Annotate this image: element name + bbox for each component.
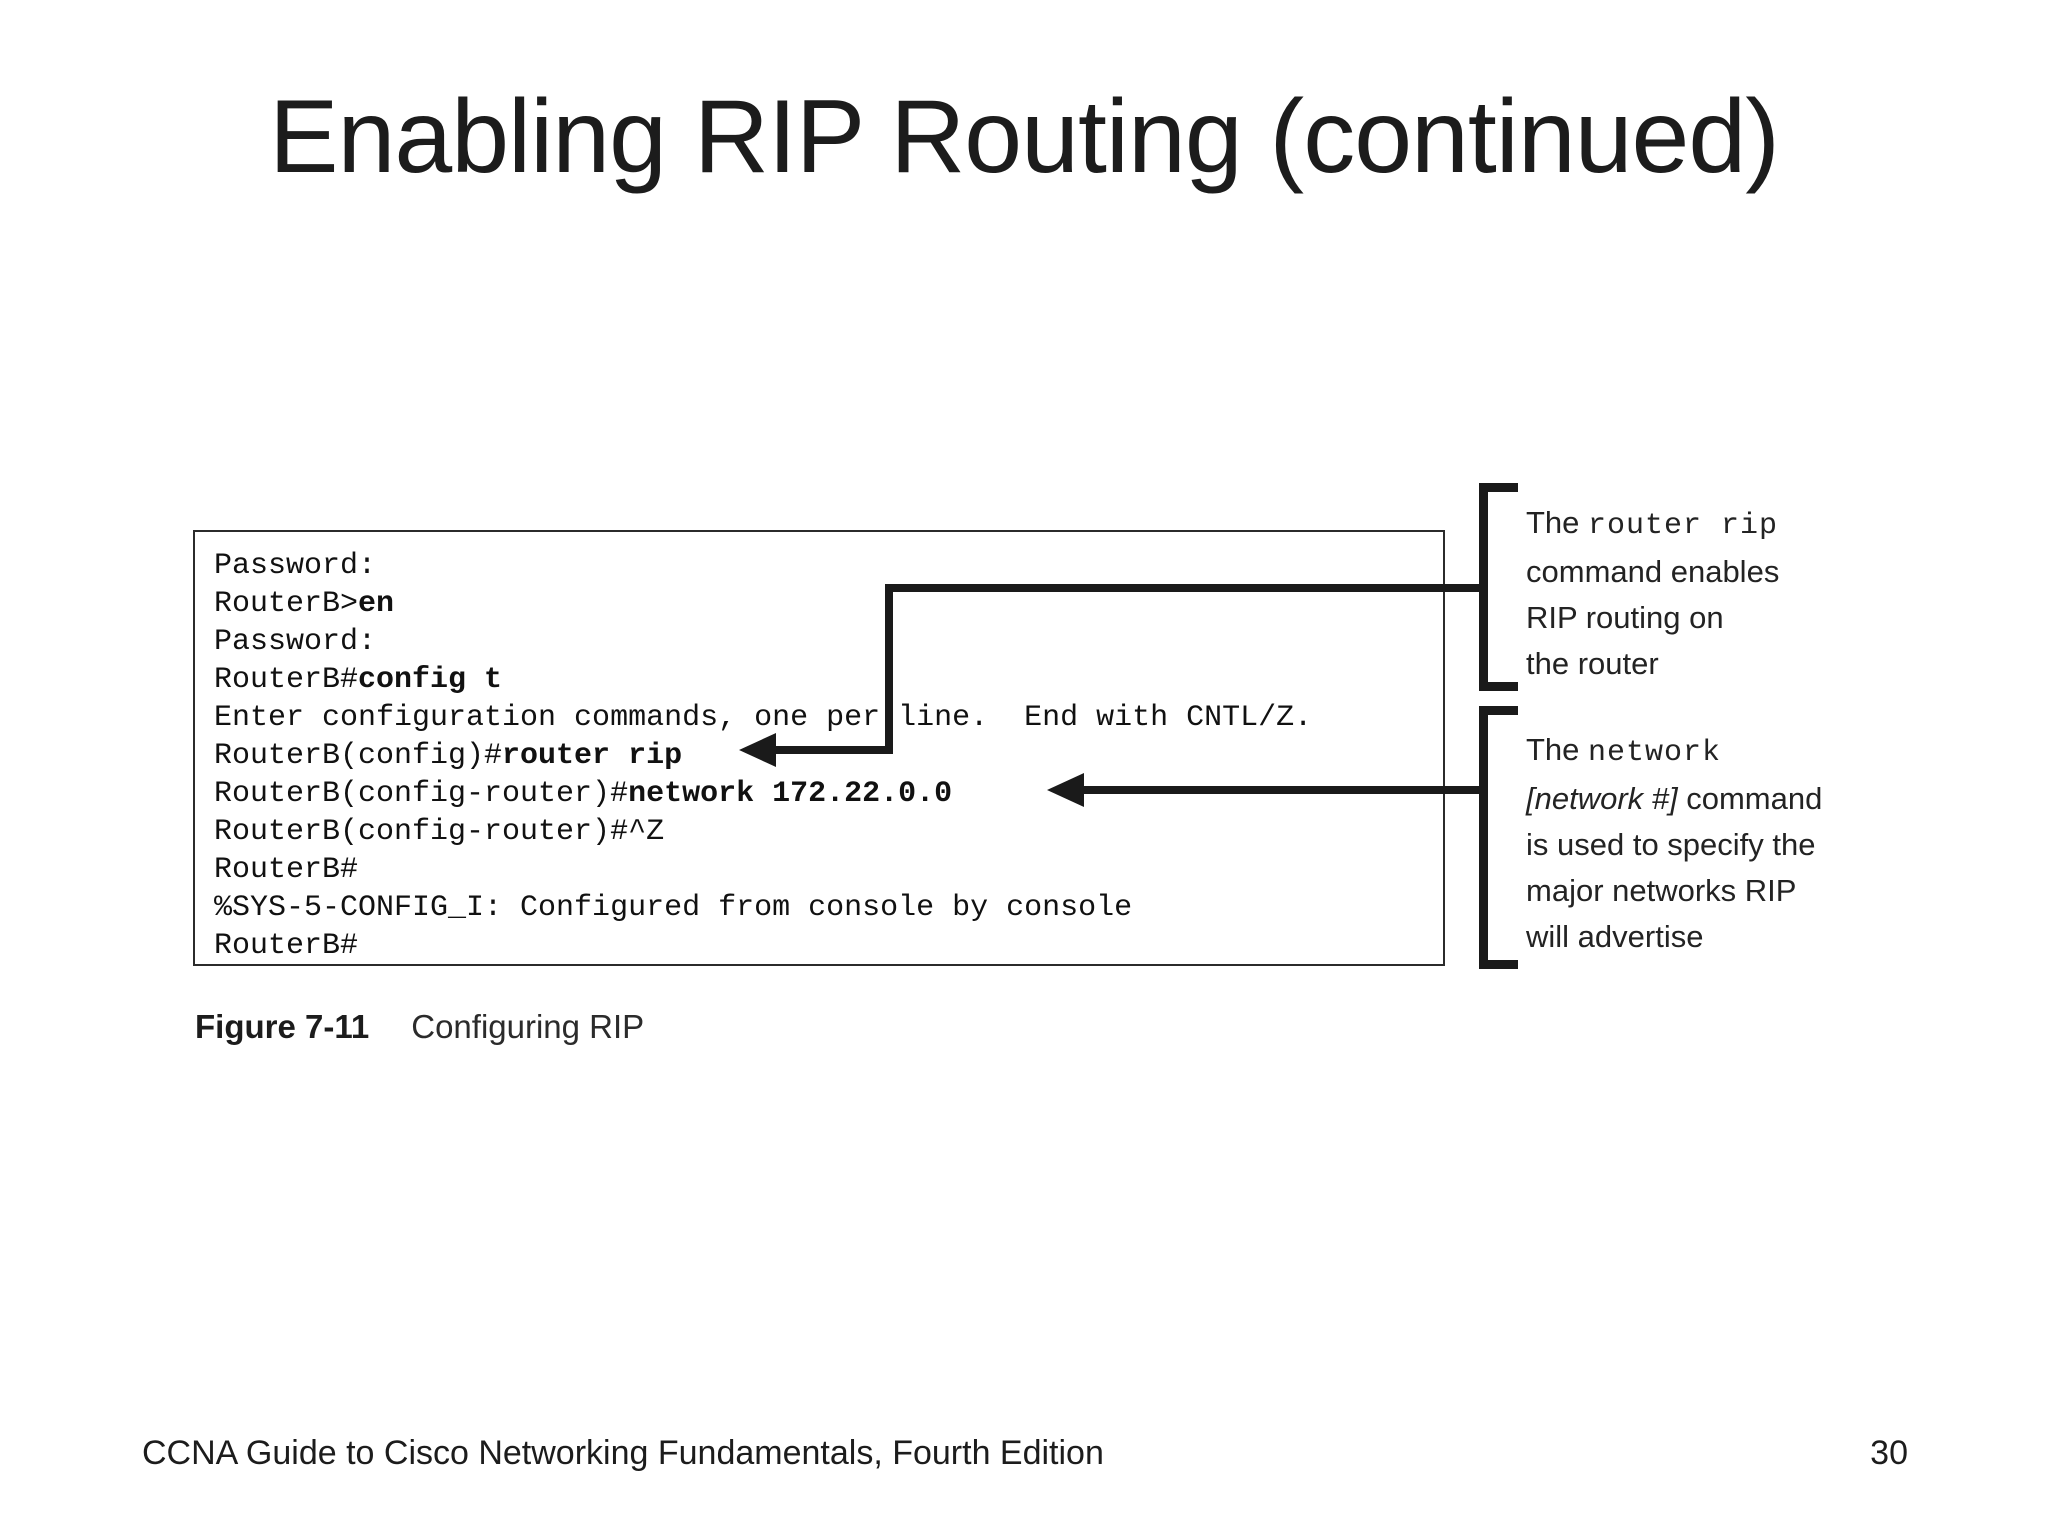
router-rip-arrow-bottom-segment bbox=[770, 746, 893, 754]
terminal-text: RouterB(config)# bbox=[214, 739, 503, 773]
annotation-text: The bbox=[1526, 505, 1589, 540]
footer: CCNA Guide to Cisco Networking Fundament… bbox=[0, 1434, 2048, 1473]
terminal-command: network 172.22.0.0 bbox=[628, 777, 953, 811]
terminal-text: Enter configuration commands, one per li… bbox=[214, 701, 1313, 735]
terminal-text: RouterB# bbox=[214, 929, 359, 963]
annotation-line: command enables bbox=[1526, 554, 1780, 589]
annotation-code: router rip bbox=[1588, 509, 1779, 543]
annotation-line: is used to specify the bbox=[1526, 827, 1816, 862]
annotation-line: major networks RIP bbox=[1526, 873, 1797, 908]
terminal-text: RouterB(config-router)#^Z bbox=[214, 815, 665, 849]
terminal-command: en bbox=[358, 587, 395, 621]
terminal-command: config t bbox=[358, 663, 503, 697]
footer-title: CCNA Guide to Cisco Networking Fundament… bbox=[142, 1434, 1104, 1472]
network-arrowhead-icon bbox=[1047, 773, 1084, 807]
terminal-line: %SYS-5-CONFIG_I: Configured from console… bbox=[214, 889, 1443, 927]
terminal-line: Password: bbox=[214, 623, 1443, 661]
page-number: 30 bbox=[1870, 1434, 1908, 1472]
terminal-line: RouterB#config t bbox=[214, 661, 1443, 699]
terminal-command: router rip bbox=[502, 739, 683, 773]
terminal-line: RouterB(config-router)#network 172.22.0.… bbox=[214, 775, 1443, 813]
figure-caption-label: Figure 7-11 bbox=[195, 1008, 370, 1045]
annotation-italic: [network #] bbox=[1526, 781, 1678, 816]
terminal-line: RouterB>en bbox=[214, 585, 1443, 623]
terminal-text: RouterB# bbox=[214, 853, 359, 887]
router-rip-arrow-vertical-segment bbox=[885, 584, 893, 754]
terminal-line: RouterB(config-router)#^Z bbox=[214, 813, 1443, 851]
terminal-text: Password: bbox=[214, 625, 377, 659]
terminal-line: RouterB# bbox=[214, 851, 1443, 889]
terminal-line: Enter configuration commands, one per li… bbox=[214, 699, 1443, 737]
annotation-line: RIP routing on bbox=[1526, 600, 1724, 635]
terminal-text: Password: bbox=[214, 549, 377, 583]
terminal-line: RouterB# bbox=[214, 927, 1443, 965]
annotation-line: [network #] command bbox=[1526, 776, 1822, 822]
figure-caption-text: Configuring RIP bbox=[411, 1008, 645, 1045]
terminal-line: Password: bbox=[214, 547, 1443, 585]
router-rip-arrowhead-icon bbox=[739, 733, 776, 767]
annotation-bracket-network bbox=[1479, 706, 1518, 969]
annotation-bracket-router-rip bbox=[1479, 483, 1518, 691]
annotation-line: The network bbox=[1526, 727, 1822, 776]
terminal-text: RouterB(config-router)# bbox=[214, 777, 629, 811]
annotation-line: The router rip bbox=[1526, 500, 1779, 549]
network-arrow-segment bbox=[1080, 786, 1483, 794]
annotation-network: The network [network #] command is used … bbox=[1526, 727, 1822, 960]
annotation-text: The bbox=[1526, 732, 1589, 767]
terminal-text: %SYS-5-CONFIG_I: Configured from console… bbox=[214, 891, 1133, 925]
terminal-text: RouterB# bbox=[214, 663, 359, 697]
terminal-line: RouterB(config)#router rip bbox=[214, 737, 1443, 775]
figure-caption: Figure 7-11 Configuring RIP bbox=[195, 1008, 644, 1046]
annotation-line: the router bbox=[1526, 646, 1659, 681]
annotation-line: will advertise bbox=[1526, 919, 1704, 954]
slide-title: Enabling RIP Routing (continued) bbox=[269, 79, 1780, 195]
annotation-text: command bbox=[1677, 781, 1823, 816]
terminal-output: Password: RouterB>en Password: RouterB#c… bbox=[195, 532, 1443, 965]
annotation-code: network bbox=[1588, 736, 1722, 770]
terminal-text: RouterB> bbox=[214, 587, 359, 621]
router-rip-arrow-top-segment bbox=[885, 584, 1483, 592]
annotation-router-rip: The router rip command enables RIP routi… bbox=[1526, 500, 1779, 687]
terminal-screenshot: Password: RouterB>en Password: RouterB#c… bbox=[193, 530, 1445, 966]
